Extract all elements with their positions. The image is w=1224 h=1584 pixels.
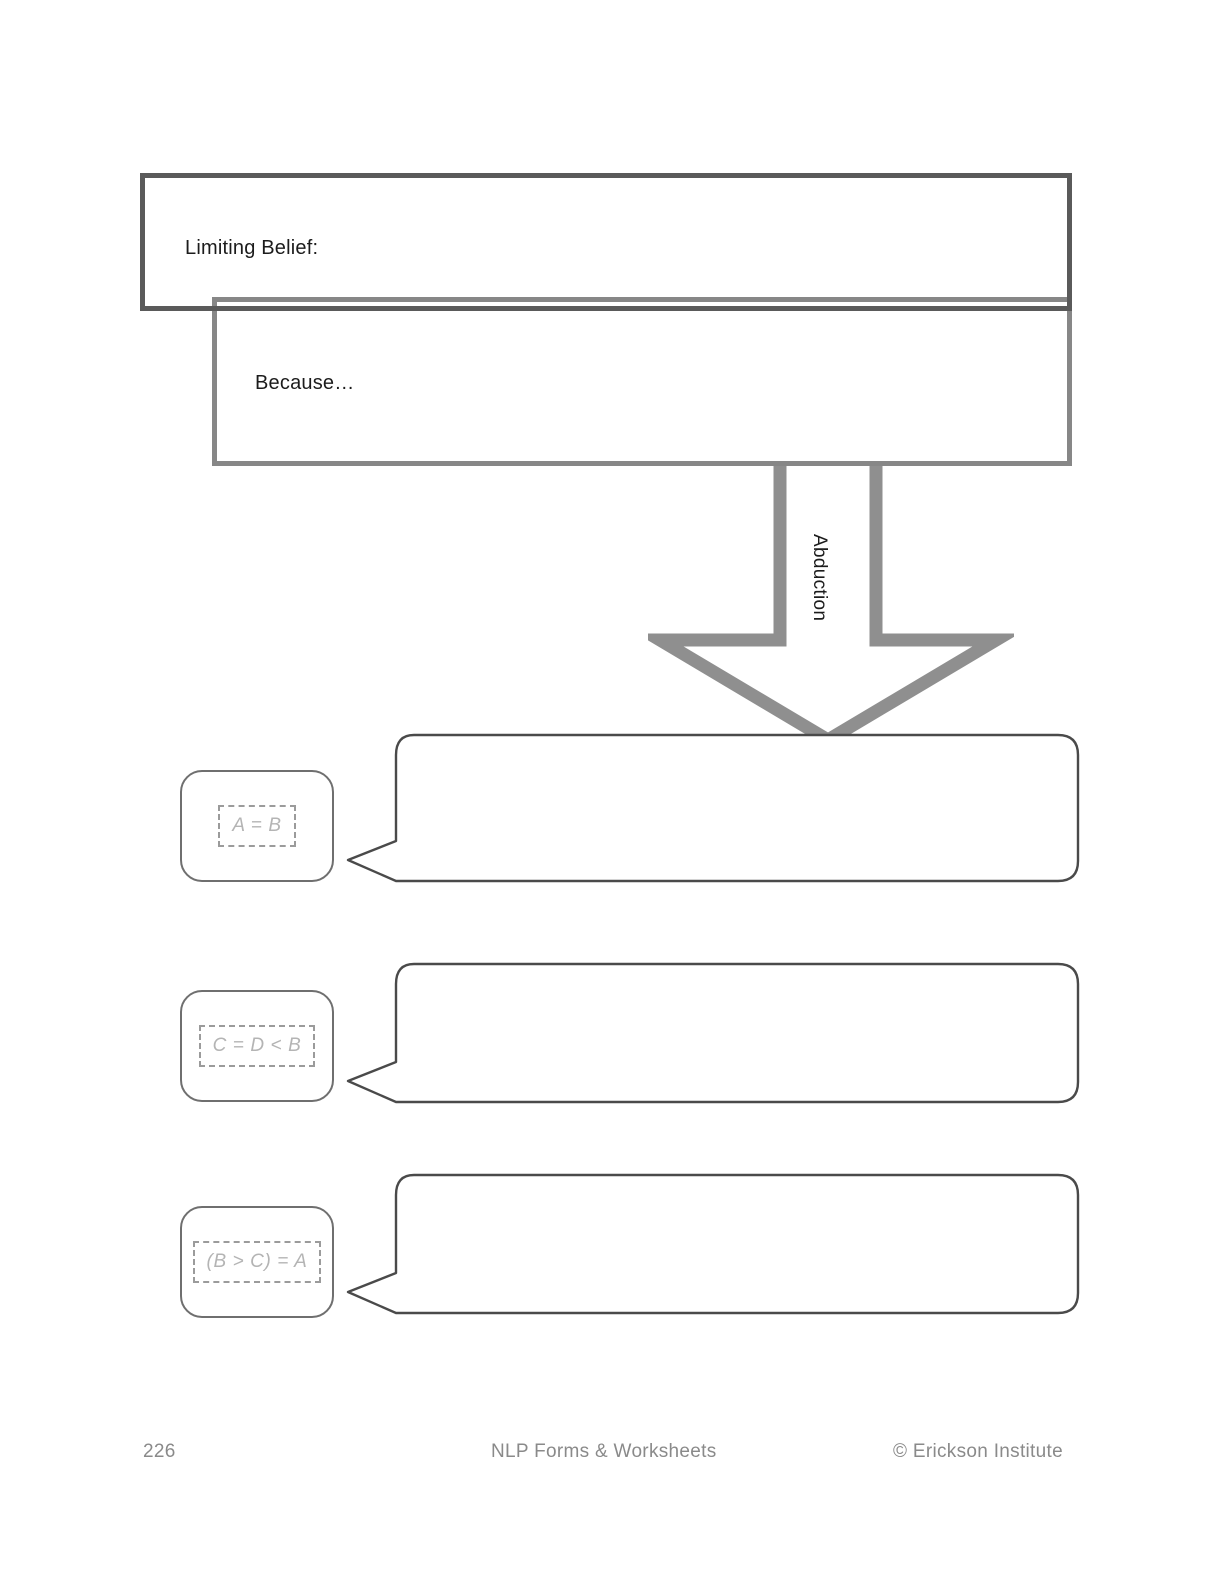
footer-title: NLP Forms & Worksheets [491,1441,717,1462]
abduction-arrow [636,455,1020,748]
equation-value: A = B [232,814,282,836]
limiting-belief-label: Limiting Belief: [185,237,319,259]
equation-text: A = B [218,804,296,848]
limiting-belief-box[interactable]: Limiting Belief: [140,173,1072,311]
equation-box[interactable]: C = D < B [180,990,334,1102]
page-footer: 226 NLP Forms & Worksheets © Erickson In… [0,1434,1224,1474]
answer-bubble-path [346,733,1080,883]
equation-value: C = D < B [212,1034,302,1056]
equation-text: (B > C) = A [192,1240,322,1284]
because-box[interactable]: Because… [212,297,1072,466]
equation-box[interactable]: A = B [180,770,334,882]
worksheet-row: (B > C) = A [0,1173,1224,1333]
answer-bubble-path [346,962,1080,1104]
answer-bubble[interactable] [336,1173,1080,1333]
equation-value: (B > C) = A [206,1250,308,1272]
answer-bubble[interactable] [336,962,1080,1122]
equation-text: C = D < B [198,1024,316,1068]
answer-bubble-path [346,1173,1080,1315]
answer-bubble[interactable] [336,733,1080,893]
equation-box[interactable]: (B > C) = A [180,1206,334,1318]
footer-credit: © Erickson Institute [893,1441,1063,1462]
worksheet-row: C = D < B [0,962,1224,1122]
worksheet-row: A = B [0,733,1224,893]
footer-page-number: 226 [143,1441,176,1462]
abduction-arrow-label: Abduction [809,534,830,622]
because-label: Because… [255,372,355,394]
